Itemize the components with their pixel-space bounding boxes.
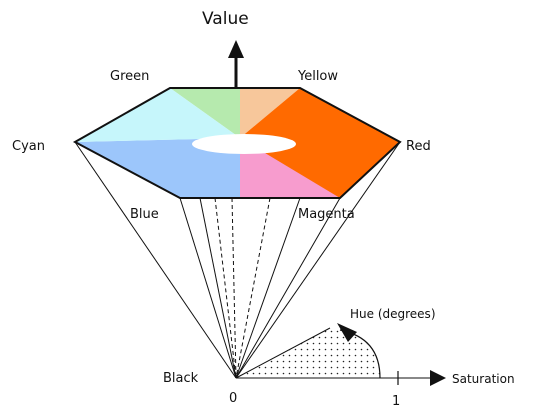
hidden-edge-3	[235, 197, 271, 379]
saturation-label: Saturation	[452, 372, 515, 386]
hue-arc-arrowhead	[337, 323, 357, 342]
edge-cyan-black	[74, 141, 237, 379]
unit-label: 1	[392, 394, 400, 409]
red-label: Red	[406, 139, 431, 154]
origin-label: 0	[229, 391, 237, 406]
value-axis	[228, 40, 244, 88]
hexagon-face	[72, 87, 402, 199]
black-label: Black	[163, 371, 199, 386]
edge-magenta-black	[235, 197, 341, 379]
edge-front-left	[199, 197, 237, 379]
hue-ray	[235, 327, 331, 379]
magenta-label: Magenta	[298, 207, 355, 222]
green-label: Green	[110, 69, 149, 84]
labels: Value Green Yellow Cyan Red Blue Magenta…	[12, 9, 515, 409]
blue-sector	[75, 138, 240, 198]
yellow-label: Yellow	[297, 69, 338, 84]
hue-label: Hue (degrees)	[350, 307, 436, 321]
cyan-sector	[75, 88, 240, 142]
value-axis-arrowhead	[228, 40, 244, 58]
cone-edges	[74, 141, 401, 379]
cyan-label: Cyan	[12, 139, 45, 154]
hexagon-center-white	[192, 134, 296, 154]
edge-red-black	[235, 141, 401, 379]
saturation-axis	[236, 370, 446, 386]
hidden-edge-1	[214, 197, 237, 379]
hue-dotted-region	[236, 328, 380, 378]
hue-angle	[235, 323, 381, 379]
edge-blue-black	[179, 197, 237, 379]
edge-front-right	[235, 197, 301, 379]
value-label: Value	[202, 9, 249, 29]
saturation-axis-arrowhead	[430, 370, 446, 386]
blue-label: Blue	[130, 207, 159, 222]
hidden-edge-2	[231, 197, 237, 379]
